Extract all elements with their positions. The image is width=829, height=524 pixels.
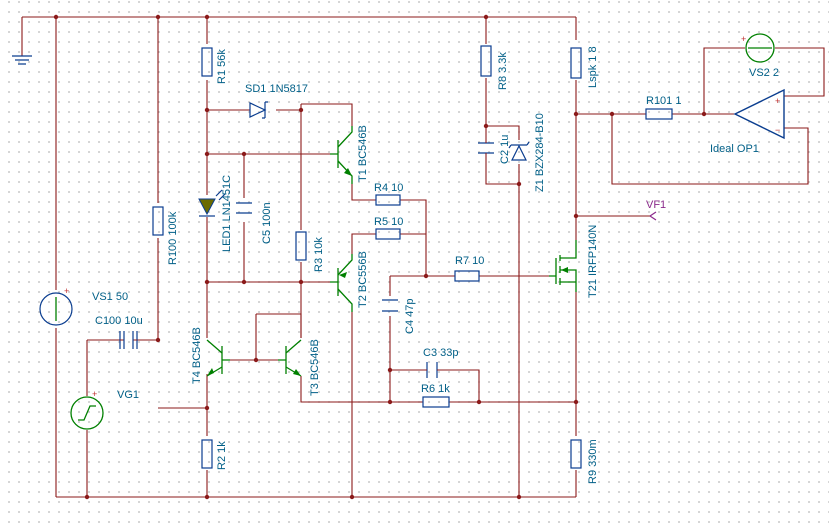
t21-mosfet[interactable] (549, 240, 577, 292)
r9-resistor[interactable] (570, 439, 582, 469)
r1-resistor[interactable] (201, 47, 213, 77)
r7-label: R7 10 (455, 255, 484, 267)
r8-resistor[interactable] (480, 45, 492, 77)
r3-label: R3 10k (313, 237, 325, 272)
svg-text:+: + (92, 389, 97, 399)
sd1-label: SD1 1N5817 (245, 83, 308, 95)
c5-capacitor[interactable] (236, 202, 252, 214)
vf1-label: VF1 (646, 199, 666, 211)
c100-capacitor[interactable] (119, 331, 138, 349)
t4-transistor[interactable] (206, 339, 230, 377)
r100-resistor[interactable] (152, 206, 164, 236)
z1-label: Z1 BZX284-B10 (534, 113, 546, 192)
r3-resistor[interactable] (295, 231, 307, 261)
c5-label: C5 100n (261, 202, 273, 244)
r101-label: R101 1 (646, 95, 681, 107)
r4-label: R4 10 (374, 182, 403, 194)
op1-opamp[interactable]: + − (733, 88, 785, 140)
r2-resistor[interactable] (201, 439, 213, 469)
vs2-label: VS2 2 (749, 67, 779, 79)
op1-label: Ideal OP1 (710, 143, 759, 155)
t2-label: T2 BC556B (357, 251, 369, 308)
wires (21, 16, 825, 498)
svg-text:+: + (741, 34, 746, 44)
vs2-source[interactable]: + (741, 33, 775, 63)
lspk-label: Lspk 1 8 (587, 46, 599, 88)
z1-zener[interactable] (508, 141, 530, 161)
r100-label: R100 100k (167, 211, 179, 265)
r6-resistor[interactable] (422, 396, 450, 408)
op1-minus-pin: − (775, 125, 780, 135)
c2-capacitor[interactable] (478, 140, 494, 166)
c2-label: C2 1u (499, 135, 511, 164)
t3-transistor[interactable] (278, 339, 302, 377)
t1-transistor[interactable] (330, 126, 353, 184)
vs1-source[interactable]: + (39, 286, 73, 326)
r4-resistor[interactable] (375, 194, 401, 206)
r7-resistor[interactable] (454, 270, 480, 282)
r9-label: R9 330m (587, 439, 599, 484)
c3-label: C3 33p (423, 347, 458, 359)
t3-label: T3 BC546B (309, 339, 321, 396)
vg1-generator[interactable]: + (70, 389, 104, 430)
r101-resistor[interactable] (645, 108, 673, 120)
t2-transistor[interactable] (330, 254, 353, 312)
t1-label: T1 BC546B (357, 125, 369, 182)
r8-label: R8 3.3k (497, 52, 509, 90)
vs1-label: VS1 50 (92, 291, 128, 303)
led1-label: LED1 LN1451C (221, 175, 233, 252)
vg1-label: VG1 (117, 389, 139, 401)
t21-label: T21 IRFP140N (587, 225, 599, 298)
c4-label: C4 47p (404, 299, 416, 334)
sd1-diode[interactable] (249, 101, 268, 119)
c4-capacitor[interactable] (382, 299, 398, 312)
op1-plus-pin: + (775, 96, 780, 106)
r6-label: R6 1k (421, 383, 450, 395)
lspk-load[interactable] (570, 47, 582, 79)
svg-text:+: + (64, 286, 69, 296)
junctions (53, 14, 707, 500)
r5-label: R5 10 (374, 216, 403, 228)
led1-diode[interactable] (198, 189, 226, 217)
r1-label: R1 56k (216, 49, 228, 84)
c3-capacitor[interactable] (423, 362, 441, 378)
r2-label: R2 1k (216, 441, 228, 470)
r5-resistor[interactable] (375, 228, 401, 240)
ground-symbol[interactable] (12, 55, 32, 65)
vf1-probe[interactable] (649, 211, 657, 221)
labels: VS1 50 C100 10u VG1 R100 100k R1 56k SD1… (92, 46, 779, 484)
c100-label: C100 10u (95, 315, 143, 327)
t4-label: T4 BC546B (191, 327, 203, 384)
